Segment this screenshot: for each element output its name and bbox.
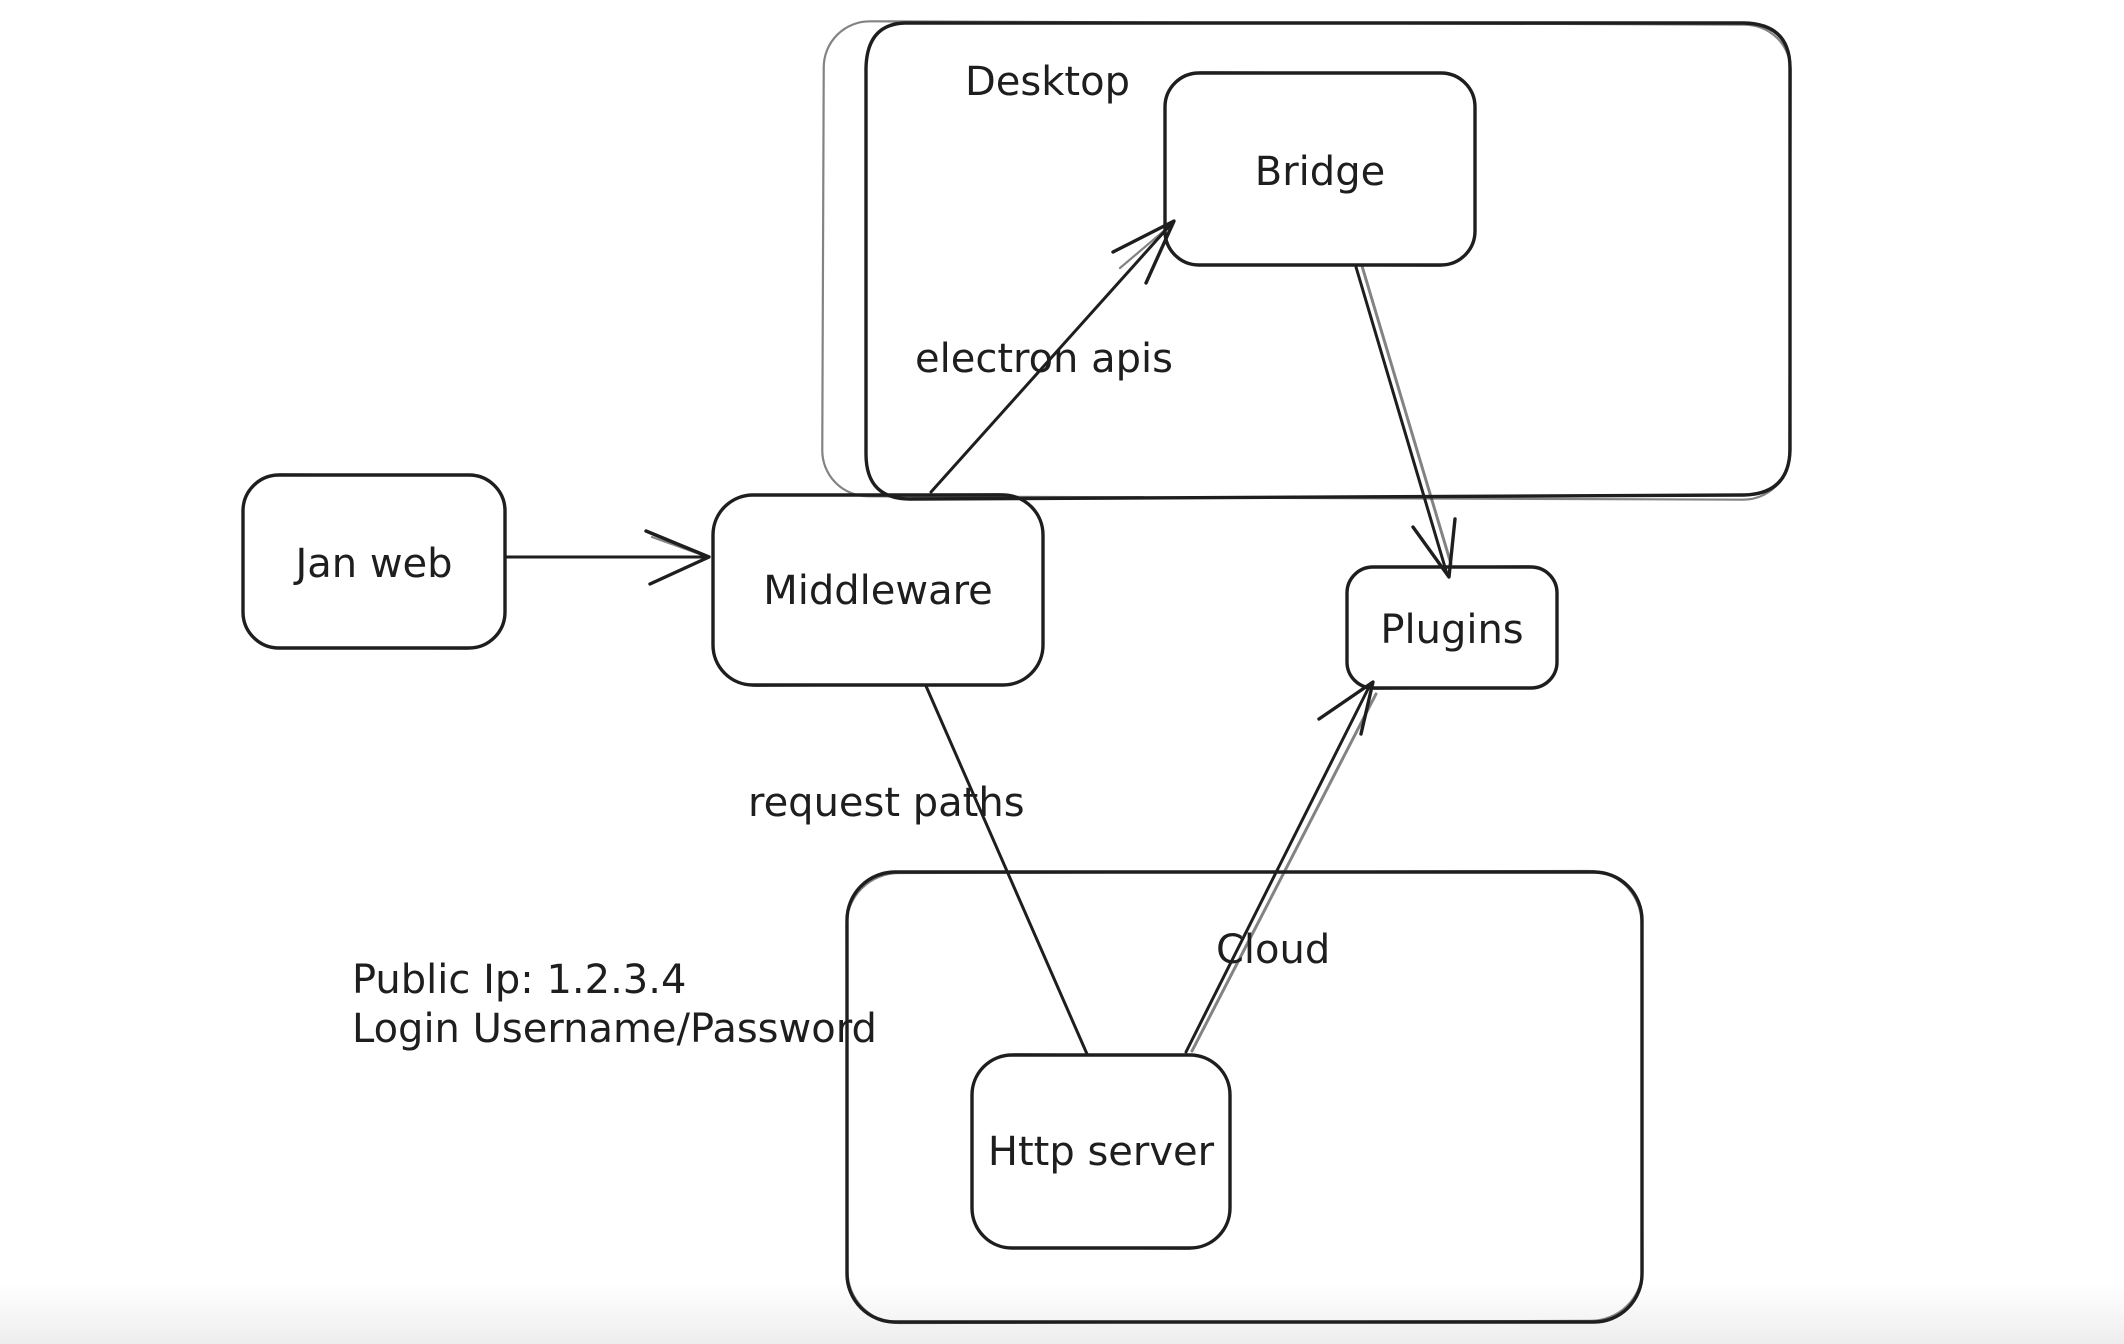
arrowhead <box>1411 517 1457 579</box>
edge-label-electron-apis[interactable]: electron apis <box>915 336 1173 382</box>
arrow-shaft <box>1184 683 1372 1054</box>
arrowhead <box>1317 680 1375 736</box>
arrow-bridge-to-plugins[interactable] <box>1354 264 1457 579</box>
arrow-shaft-echo <box>1190 692 1378 1053</box>
node-http-server[interactable] <box>970 1053 1232 1250</box>
arrow-shaft <box>929 221 1174 494</box>
arrow-jan-web-to-middleware[interactable] <box>503 529 711 586</box>
text-layer: Desktop Cloud Jan web Bridge Middleware … <box>292 59 1523 1175</box>
arrowhead-echo <box>1118 222 1174 270</box>
ink-layer <box>241 20 1792 1325</box>
arrow-shaft <box>1354 265 1449 576</box>
container-desktop[interactable] <box>821 20 1792 501</box>
node-middleware-box[interactable] <box>711 493 1045 687</box>
container-cloud-box[interactable] <box>845 870 1644 1324</box>
node-middleware[interactable] <box>711 493 1045 687</box>
annotation-public-ip[interactable]: Public Ip: 1.2.3.4 <box>352 957 686 1003</box>
arrow-http-server-to-plugins[interactable] <box>1184 680 1378 1054</box>
arrow-shaft-echo <box>1360 264 1453 566</box>
node-plugins-box[interactable] <box>1345 565 1559 690</box>
node-jan-web-label: Jan web <box>292 541 452 587</box>
container-cloud-label: Cloud <box>1216 927 1330 973</box>
arrowhead-echo <box>650 535 707 558</box>
line-middleware-to-http-server[interactable] <box>924 684 1089 1056</box>
container-cloud[interactable] <box>845 869 1644 1325</box>
node-http-server-box[interactable] <box>970 1053 1232 1250</box>
annotation-login[interactable]: Login Username/Password <box>352 1006 877 1052</box>
node-jan-web-box[interactable] <box>241 473 507 650</box>
container-desktop-label: Desktop <box>965 59 1130 105</box>
node-http-server-label: Http server <box>988 1129 1215 1175</box>
node-middleware-label: Middleware <box>763 568 993 614</box>
node-bridge-box[interactable] <box>1163 71 1477 267</box>
node-plugins-label: Plugins <box>1380 607 1523 653</box>
node-jan-web[interactable] <box>241 473 507 650</box>
arrow-middleware-to-bridge[interactable] <box>929 219 1176 494</box>
arrowhead <box>644 529 711 586</box>
node-bridge[interactable] <box>1163 71 1477 267</box>
container-desktop-box[interactable] <box>864 21 1792 501</box>
arrow-shaft <box>924 684 1089 1056</box>
edge-label-request-paths[interactable]: request paths <box>748 780 1025 826</box>
node-bridge-label: Bridge <box>1255 149 1385 195</box>
arrowhead <box>1111 219 1176 285</box>
